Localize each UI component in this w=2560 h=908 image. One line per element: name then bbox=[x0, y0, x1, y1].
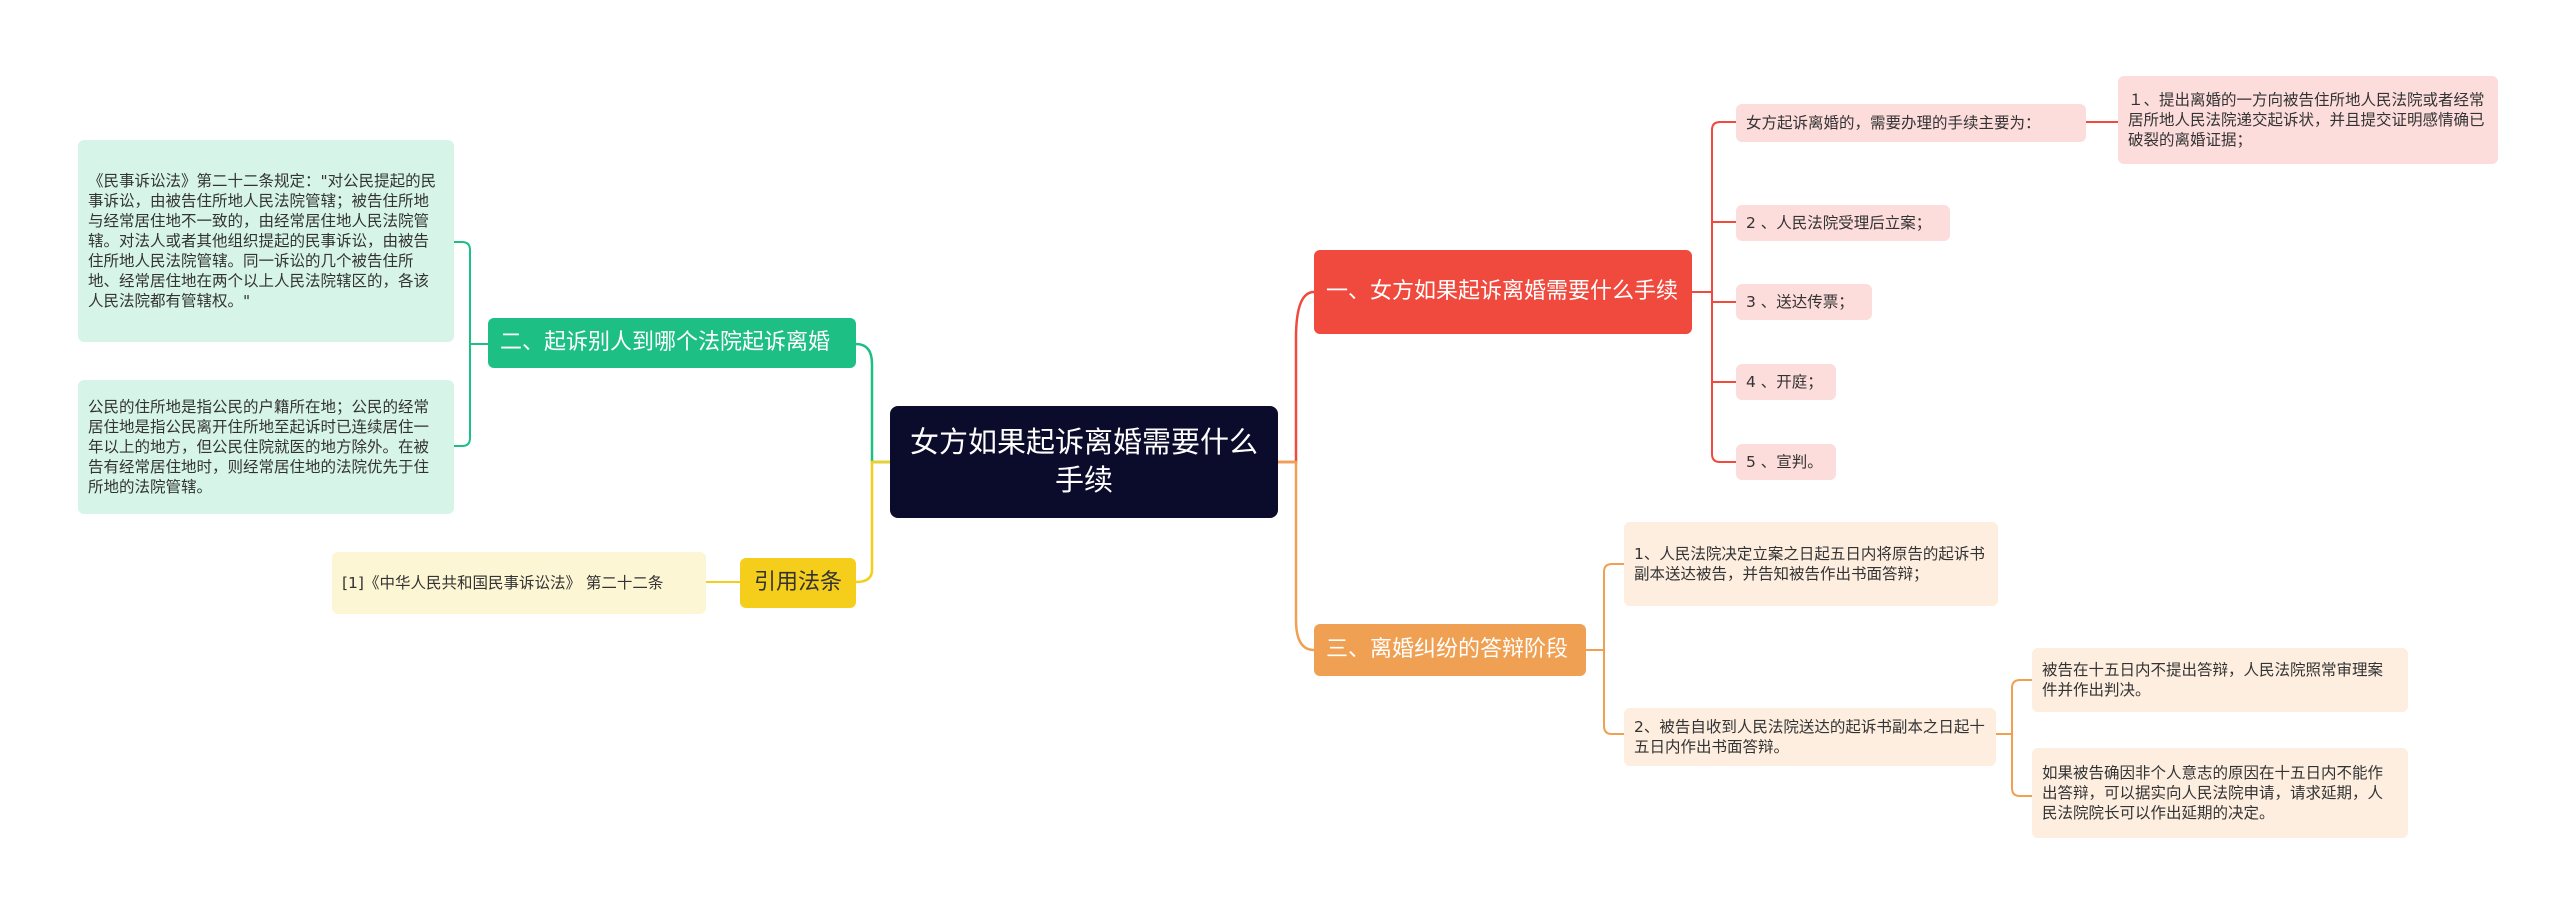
connector-root-branch4 bbox=[855, 460, 890, 584]
leaf-procedures-step4-text: 4 、开庭； bbox=[1746, 372, 1823, 391]
root-title: 女方如果起诉离婚需要什么手续 bbox=[909, 425, 1258, 497]
branch-node-procedures[interactable]: 一、女方如果起诉离婚需要什么手续 bbox=[1314, 250, 1692, 334]
leaf-defense-sub2-text: 如果被告确因非个人意志的原因在十五日内不能作出答辩，可以据实向人民法院申请，请求… bbox=[2042, 763, 2384, 823]
leaf-procedures-step5-text: 5 、宣判。 bbox=[1746, 452, 1823, 471]
leaf-which-court-law[interactable]: 《民事诉讼法》第二十二条规定："对公民提起的民事诉讼，由被告住所地人民法院管辖；… bbox=[78, 140, 454, 342]
root-node[interactable]: 女方如果起诉离婚需要什么手续 bbox=[890, 406, 1278, 518]
connector-branch2-leaves bbox=[454, 241, 488, 447]
leaf-defense-item2[interactable]: 2、被告自收到人民法院送达的起诉书副本之日起十五日内作出书面答辩。 bbox=[1624, 708, 1996, 766]
leaf-procedures-step1[interactable]: １、提出离婚的一方向被告住所地人民法院或者经常居所地人民法院递交起诉状，并且提交… bbox=[2118, 76, 2498, 164]
leaf-procedures-step2[interactable]: 2 、人民法院受理后立案； bbox=[1736, 205, 1950, 241]
connector-item2-sub bbox=[1996, 679, 2032, 797]
branch-node-defense[interactable]: 三、离婚纠纷的答辩阶段 bbox=[1314, 624, 1586, 676]
leaf-which-court-residence[interactable]: 公民的住所地是指公民的户籍所在地；公民的经常居住地是指公民离开住所地至起诉时已连… bbox=[78, 380, 454, 514]
connector-branch1-leaves bbox=[1692, 121, 1736, 463]
leaf-procedures-intro-text: 女方起诉离婚的，需要办理的手续主要为： bbox=[1746, 113, 2041, 132]
leaf-defense-item1-text: 1、人民法院决定立案之日起五日内将原告的起诉书副本送达被告，并告知被告作出书面答… bbox=[1634, 544, 1985, 583]
branch-defense-title: 三、离婚纠纷的答辩阶段 bbox=[1326, 636, 1569, 662]
branch-node-citations[interactable]: 引用法条 bbox=[740, 558, 856, 608]
leaf-defense-sub2[interactable]: 如果被告确因非个人意志的原因在十五日内不能作出答辩，可以据实向人民法院申请，请求… bbox=[2032, 748, 2408, 838]
leaf-procedures-step3-text: 3 、送达传票； bbox=[1746, 292, 1854, 311]
leaf-defense-sub1-text: 被告在十五日内不提出答辩，人民法院照常审理案件并作出判决。 bbox=[2042, 660, 2384, 699]
leaf-procedures-step4[interactable]: 4 、开庭； bbox=[1736, 364, 1836, 400]
leaf-which-court-law-text: 《民事诉讼法》第二十二条规定："对公民提起的民事诉讼，由被告住所地人民法院管辖；… bbox=[88, 171, 437, 311]
leaf-defense-item2-text: 2、被告自收到人民法院送达的起诉书副本之日起十五日内作出书面答辩。 bbox=[1634, 717, 1985, 756]
branch-node-which-court[interactable]: 二、起诉别人到哪个法院起诉离婚 bbox=[488, 318, 856, 368]
connector-root-branch3 bbox=[1278, 460, 1315, 652]
leaf-procedures-step1-text: １、提出离婚的一方向被告住所地人民法院或者经常居所地人民法院递交起诉状，并且提交… bbox=[2128, 90, 2485, 150]
leaf-citation-1[interactable]: [1]《中华人民共和国民事诉讼法》 第二十二条 bbox=[332, 552, 706, 614]
branch-procedures-title: 一、女方如果起诉离婚需要什么手续 bbox=[1326, 278, 1679, 304]
leaf-procedures-step5[interactable]: 5 、宣判。 bbox=[1736, 444, 1836, 480]
leaf-procedures-step2-text: 2 、人民法院受理后立案； bbox=[1746, 213, 1932, 232]
leaf-which-court-residence-text: 公民的住所地是指公民的户籍所在地；公民的经常居住地是指公民离开住所地至起诉时已连… bbox=[88, 397, 430, 497]
branch-citations-title: 引用法条 bbox=[753, 569, 842, 595]
connector-root-branch1 bbox=[1278, 290, 1315, 464]
leaf-procedures-step3[interactable]: 3 、送达传票； bbox=[1736, 284, 1872, 320]
connector-branch3-leaves bbox=[1586, 563, 1624, 735]
leaf-defense-sub1[interactable]: 被告在十五日内不提出答辩，人民法院照常审理案件并作出判决。 bbox=[2032, 648, 2408, 712]
leaf-defense-item1[interactable]: 1、人民法院决定立案之日起五日内将原告的起诉书副本送达被告，并告知被告作出书面答… bbox=[1624, 522, 1998, 606]
connector-root-branch2 bbox=[855, 342, 890, 464]
leaf-citation-1-text: [1]《中华人民共和国民事诉讼法》 第二十二条 bbox=[342, 573, 664, 592]
leaf-procedures-intro[interactable]: 女方起诉离婚的，需要办理的手续主要为： bbox=[1736, 104, 2086, 142]
branch-which-court-title: 二、起诉别人到哪个法院起诉离婚 bbox=[500, 329, 831, 355]
